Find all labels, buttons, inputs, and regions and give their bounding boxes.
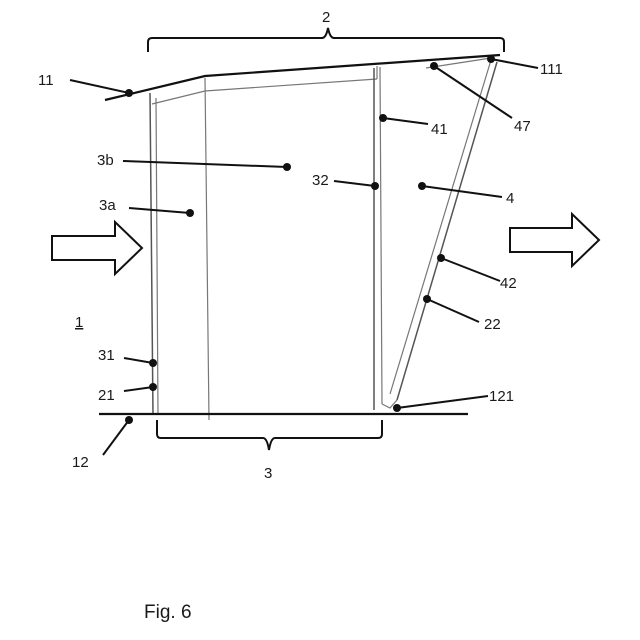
inflow-arrow [52,222,142,274]
dot-41 [379,114,387,122]
dot-111 [487,55,495,63]
brace-2 [148,28,504,52]
leader-3b [123,161,287,167]
label-4: 4 [506,190,514,207]
label-12: 12 [72,454,89,471]
diagonal-flap-outer [397,62,497,400]
reference-dots [125,55,495,424]
leader-21 [124,387,153,391]
middle-divider [205,78,209,420]
dot-121 [393,404,401,412]
dot-32 [371,182,379,190]
label-3: 3 [264,465,272,482]
figure-caption: Fig. 6 [144,602,192,623]
label-41: 41 [431,121,448,138]
dot-12 [125,416,133,424]
leader-11 [70,80,129,93]
label-111: 111 [540,61,563,78]
dot-3b [283,163,291,171]
top-outer-line [105,55,500,100]
label-11: 11 [38,72,54,89]
outflow-arrow [510,214,599,266]
label-2: 2 [322,9,330,26]
label-32: 32 [312,172,329,189]
leader-42 [441,258,500,281]
leader-41 [383,118,428,124]
dot-3a [186,209,194,217]
label-42: 42 [500,275,517,292]
dot-11 [125,89,133,97]
label-1: 1 [75,314,83,331]
dot-4 [418,182,426,190]
leader-121 [397,396,488,408]
label-22: 22 [484,316,501,333]
dot-22 [423,295,431,303]
label-3a: 3a [99,197,116,214]
leader-4 [422,186,502,197]
leader-31 [124,358,153,363]
label-3b: 3b [97,152,114,169]
leader-12 [103,420,129,455]
leader-3a [129,208,190,213]
brace-3 [157,420,382,450]
label-31: 31 [98,347,115,364]
leader-32 [334,181,375,186]
dot-21 [149,383,157,391]
dot-31 [149,359,157,367]
label-121: 121 [489,388,514,405]
label-47: 47 [514,118,531,135]
dot-47 [430,62,438,70]
leader-47 [434,66,512,118]
left-wall-inner [156,98,158,415]
inner-top-line [152,79,377,104]
leader-111 [491,59,538,68]
dot-42 [437,254,445,262]
label-21: 21 [98,387,115,404]
diagonal-flap-inner [390,60,491,394]
leader-22 [427,299,479,322]
